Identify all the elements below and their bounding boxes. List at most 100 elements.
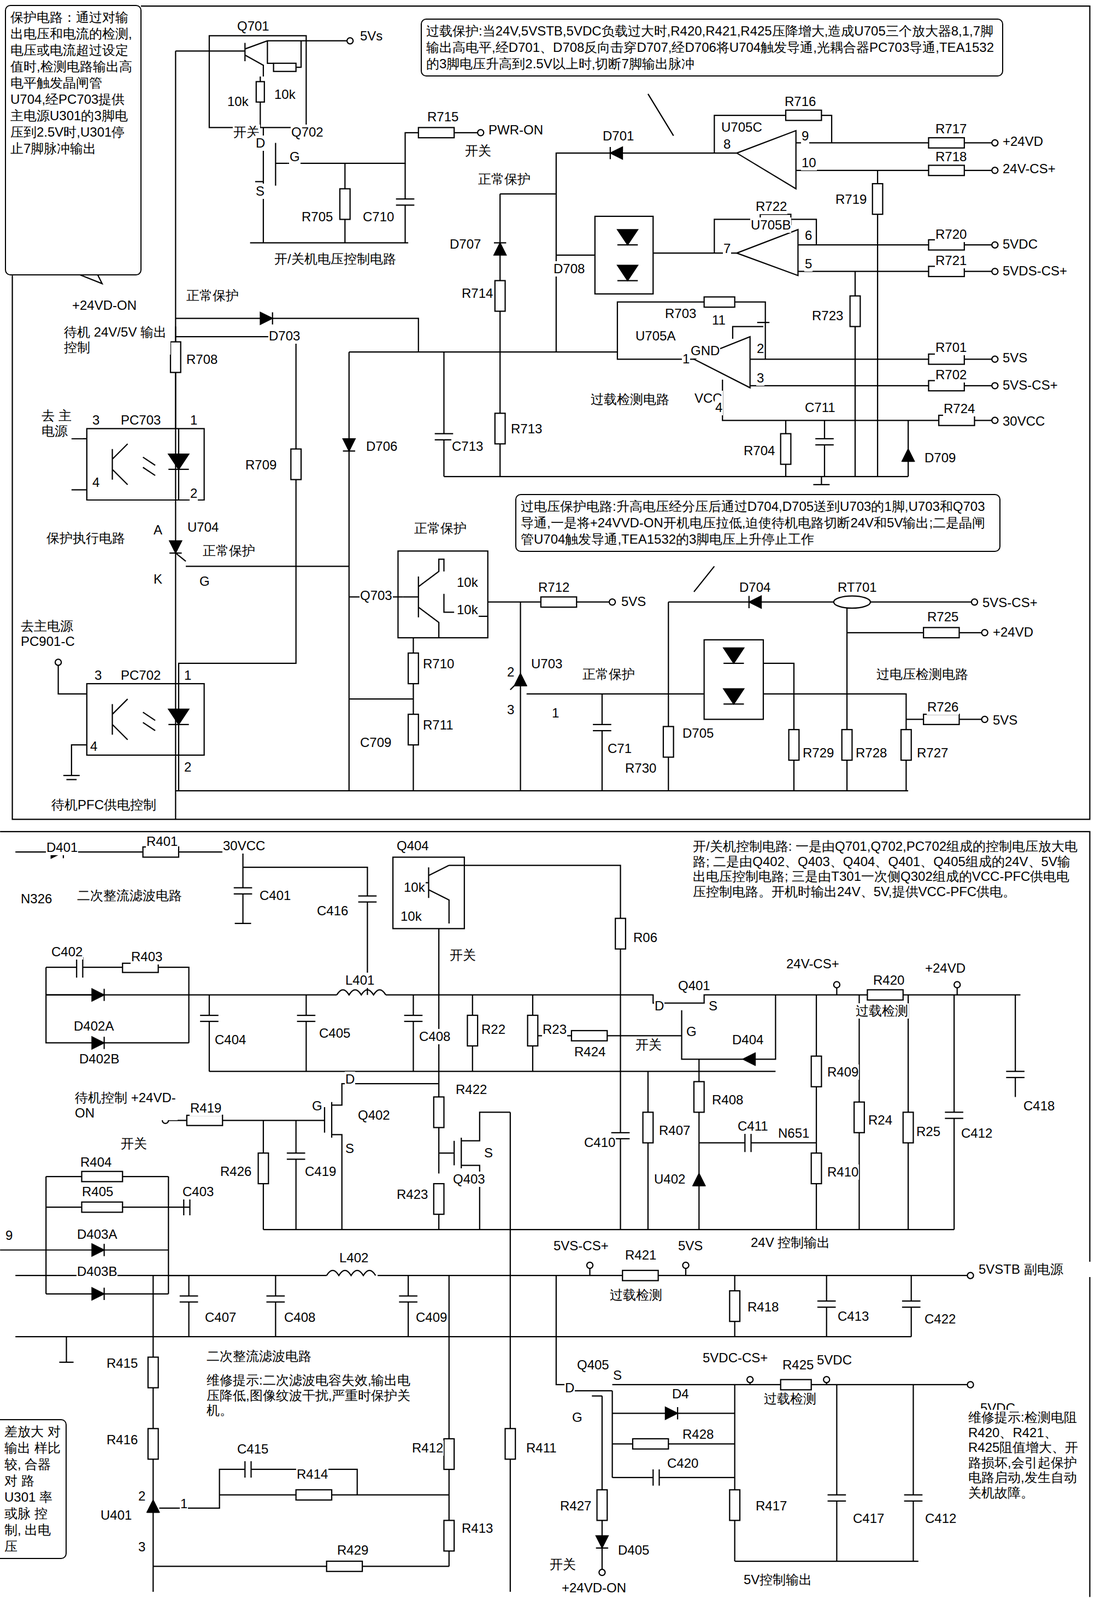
circuit-label: 5VS: [992, 712, 1018, 728]
component-bodie: [296, 1489, 332, 1500]
circuit-label: R710: [422, 656, 455, 672]
diode-symbol: [260, 311, 273, 325]
wire: [209, 1070, 776, 1073]
diode-symbol: [723, 688, 744, 704]
callout-box: 差放大 对输出 样比较, 合器对 路U301 率或脉 控制, 出电压: [0, 1419, 67, 1559]
wire: [556, 146, 738, 352]
circuit-label: 二次整流滤波电路: [76, 887, 183, 904]
wire: [326, 1270, 376, 1276]
wire: [344, 163, 415, 244]
circuit-label: 5VS: [1002, 350, 1028, 366]
terminal: [346, 37, 353, 44]
terminal: [954, 981, 961, 988]
component-bodie: [339, 188, 351, 220]
wire: [0, 831, 1090, 1598]
circuit-label: 24V-CS+: [785, 956, 840, 972]
wire: [510, 602, 705, 791]
circuit-label: R719: [834, 191, 868, 208]
circuit-label: U705C: [720, 119, 763, 135]
circuit-label: R730: [624, 760, 657, 776]
circuit-label: D701: [602, 128, 635, 144]
wire: [472, 995, 533, 1072]
component-bodie: [186, 1115, 223, 1126]
diode-symbol: [343, 438, 356, 451]
component-bodie: [923, 627, 959, 638]
wire: [12, 6, 1091, 820]
wire: [611, 1390, 613, 1478]
circuit-label: Q405: [576, 1357, 610, 1373]
circuit-label: 1: [189, 412, 198, 428]
circuit-label: 开关: [449, 947, 477, 963]
circuit-label: 1: [551, 705, 560, 721]
wire: [556, 252, 738, 256]
circuit-label: 2: [189, 485, 198, 502]
circuit-label: U402: [653, 1171, 686, 1187]
circuit-label: R717: [934, 121, 968, 137]
component-bodie: [789, 729, 800, 761]
component-bodie: [571, 1030, 608, 1041]
circuit-label: R418: [746, 1299, 780, 1315]
circuit-label: R417: [755, 1498, 788, 1514]
circuit-label: R403: [130, 949, 163, 965]
circuit-label: D405: [617, 1542, 650, 1558]
wire: [493, 193, 557, 477]
circuit-label: R718: [934, 149, 968, 165]
circuit-label: 正常保护: [185, 287, 240, 304]
circuit-label: D404: [731, 1032, 764, 1048]
wire: [858, 995, 963, 1230]
circuit-label: 5VS-CS+: [981, 595, 1039, 611]
circuit-label: N326: [20, 891, 53, 907]
wire: [250, 127, 409, 243]
diode-symbol: [91, 1287, 104, 1300]
circuit-label: 1: [179, 1496, 188, 1512]
component-bodie: [505, 1428, 516, 1459]
circuit-label: L402: [338, 1250, 369, 1266]
wire: [734, 1384, 919, 1562]
wire: [815, 995, 817, 1230]
circuit-label: 5VDC: [816, 1352, 853, 1368]
wire: [349, 351, 618, 353]
circuit-label: R424: [573, 1044, 606, 1060]
circuit-label: R724: [943, 401, 976, 417]
circuit-label: 去主电源 PC901-C: [20, 618, 99, 649]
circuit-label: C404: [214, 1032, 247, 1048]
component-bodie: [736, 229, 798, 276]
component-bodie: [148, 1428, 159, 1459]
circuit-label: G: [289, 149, 301, 165]
component-bodie: [122, 963, 158, 973]
diode-symbol: [610, 146, 623, 160]
circuit-label: +24VD: [1002, 133, 1044, 150]
circuit-label: D: [654, 998, 665, 1014]
circuit-label: R408: [711, 1092, 744, 1108]
circuit-label: 10k: [456, 602, 479, 618]
component-bodie: [540, 596, 577, 608]
component-bodie: [850, 296, 861, 327]
circuit-label: R708: [185, 351, 219, 368]
circuit-label: Q702: [290, 124, 325, 140]
component-bodie: [81, 1171, 123, 1182]
wire: [556, 1275, 968, 1396]
component-bodie: [811, 1152, 822, 1184]
component-bodie: [273, 63, 297, 72]
circuit-label: 2: [137, 1488, 146, 1504]
circuit-label: R414: [296, 1466, 329, 1482]
circuit-label: R420: [872, 972, 905, 988]
callout-text: 过载保护:当24V,5VSTB,5VDC负载过大时,R420,R421,R425…: [426, 22, 998, 73]
wire: [152, 1275, 450, 1567]
callout-box: 保护电路：通过对输出电压和电流的检测,电压或电流超过设定值时,检测电路输出高电平…: [4, 4, 142, 276]
circuit-label: 5: [804, 256, 813, 272]
circuit-label: 维修提示:二次滤波电容失效,输出电压降低,图像纹波干扰,严重时保护关机。: [205, 1372, 422, 1418]
component-bodie: [326, 1561, 363, 1572]
terminal: [833, 981, 840, 988]
wire: [438, 1111, 511, 1230]
component-bodie: [632, 1438, 669, 1450]
circuit-label: R703: [664, 305, 697, 322]
terminal: [598, 1569, 605, 1576]
circuit-label: 7: [722, 240, 732, 257]
circuit-label: 24V 控制输出: [750, 1234, 831, 1251]
component-bodie: [854, 1102, 865, 1133]
component-bodie: [938, 415, 975, 426]
terminal: [586, 1262, 593, 1269]
circuit-label: R709: [244, 457, 278, 473]
diode-symbol: [692, 1173, 705, 1186]
